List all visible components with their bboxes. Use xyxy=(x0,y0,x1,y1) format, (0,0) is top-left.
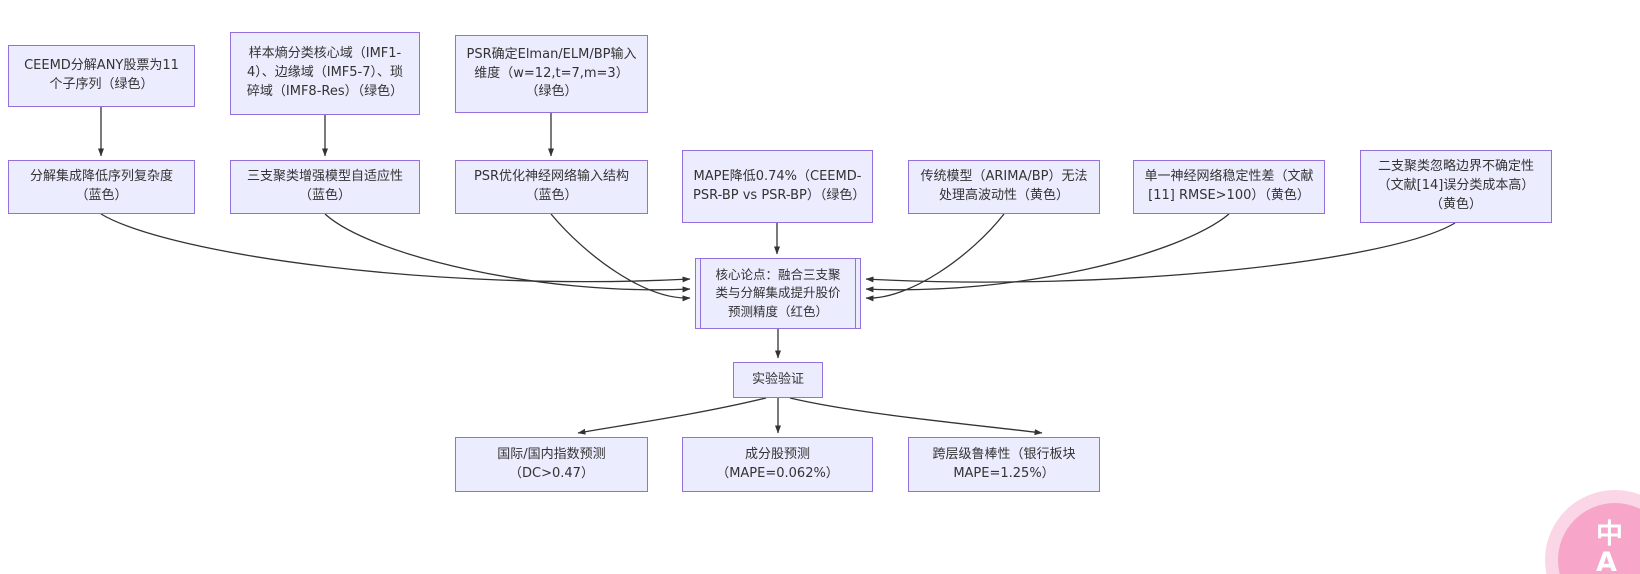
node-psr-input-dimension: PSR确定Elman/ELM/BP输入维度（w=12,t=7,m=3）（绿色） xyxy=(455,35,648,113)
node-psr-optimize-structure: PSR优化神经网络输入结构（蓝色） xyxy=(455,160,648,214)
edge-threeway-to-core xyxy=(324,213,691,293)
node-core-thesis: 核心论点：融合三支聚类与分解集成提升股价预测精度（红色） xyxy=(695,258,861,329)
edge-twoway-to-core xyxy=(865,222,1456,283)
translate-button[interactable]: 中 A xyxy=(1545,490,1640,574)
node-three-way-clustering: 三支聚类增强模型自适应性（蓝色） xyxy=(230,160,420,214)
node-sample-entropy-domains: 样本熵分类核心域（IMF1-4）、边缘域（IMF5-7）、琐碎域（IMF8-Re… xyxy=(230,32,420,115)
edge-experiment-to-index xyxy=(577,397,767,435)
node-decomposition-ensemble: 分解集成降低序列复杂度（蓝色） xyxy=(8,160,195,214)
edge-traditional-to-core xyxy=(865,213,1005,302)
node-single-nn-instability: 单一神经网络稳定性差（文献[11] RMSE>100）（黄色） xyxy=(1133,160,1325,214)
node-ceemd-decompose: CEEMD分解ANY股票为11个子序列（绿色） xyxy=(8,45,195,107)
node-index-prediction: 国际/国内指数预测（DC>0.47） xyxy=(455,437,648,492)
node-experiment-validation: 实验验证 xyxy=(733,362,823,398)
edge-decomp-to-core xyxy=(100,213,691,283)
translate-button-circle: 中 A xyxy=(1558,503,1640,574)
translate-icon: 中 A xyxy=(1596,519,1623,574)
edge-singlenn-to-core xyxy=(865,213,1230,293)
node-two-way-clustering-limit: 二支聚类忽略边界不确定性（文献[14]误分类成本高）（黄色） xyxy=(1360,150,1552,223)
node-constituent-prediction: 成分股预测（MAPE=0.062%） xyxy=(682,437,873,492)
node-mape-reduction: MAPE降低0.74%（CEEMD-PSR-BP vs PSR-BP）（绿色） xyxy=(682,150,873,223)
node-traditional-model-limit: 传统模型（ARIMA/BP）无法处理高波动性（黄色） xyxy=(908,160,1100,214)
edge-experiment-to-robust xyxy=(789,397,1043,436)
edge-psropt-to-core xyxy=(550,213,691,302)
node-cross-level-robustness: 跨层级鲁棒性（银行板块 MAPE=1.25%） xyxy=(908,437,1100,492)
